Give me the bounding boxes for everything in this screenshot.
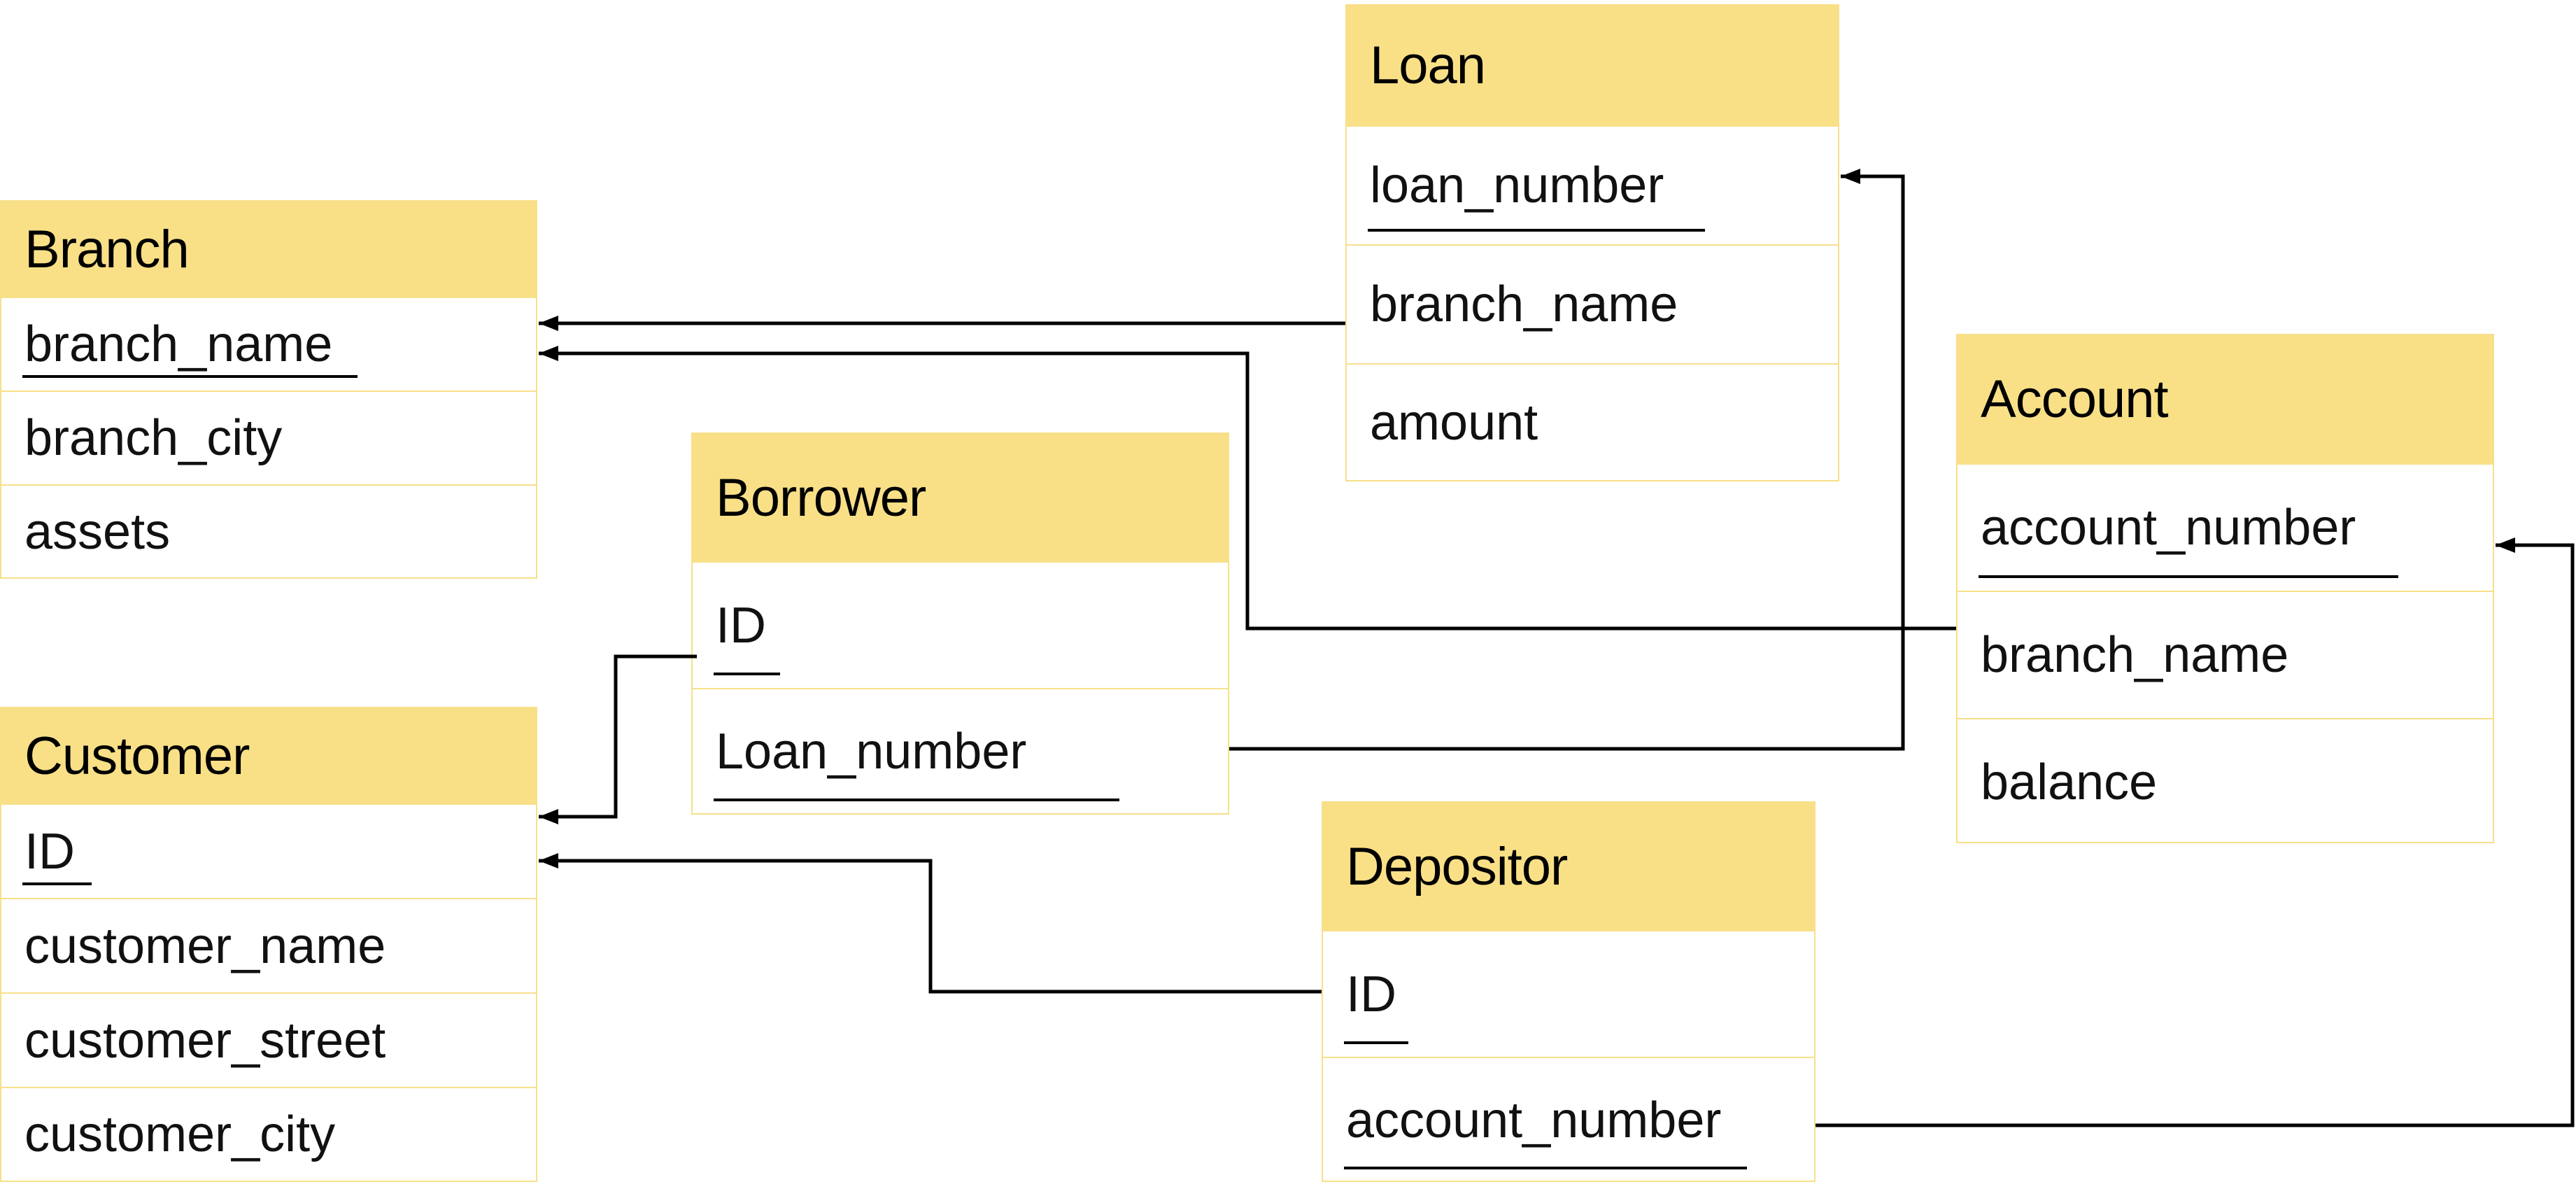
connector-depositor-id-to-customer [539, 859, 1322, 994]
entity-customer-title: Customer [1, 708, 536, 803]
arrowhead-account-account-number [2496, 537, 2515, 553]
entity-loan-title: Loan [1347, 6, 1838, 125]
entity-account: Account account_number branch_name balan… [1956, 334, 2494, 843]
account-attr-balance: balance [1958, 718, 2493, 845]
entity-depositor: Depositor ID account_number [1322, 801, 1816, 1182]
entity-borrower: Borrower ID Loan_number [691, 432, 1229, 815]
entity-branch: Branch branch_name branch_city assets [0, 200, 537, 579]
entity-account-title: Account [1958, 335, 2493, 463]
entity-loan: Loan loan_number branch_name amount [1345, 4, 1839, 481]
connector-borrower-id-to-customer [539, 654, 697, 819]
arrowhead-customer-id-2 [539, 853, 558, 868]
customer-attr-id: ID [1, 803, 536, 898]
arrowhead-customer-id-1 [539, 809, 558, 824]
entity-borrower-title: Borrower [693, 434, 1228, 561]
account-attr-account-number: account_number [1958, 463, 2493, 591]
loan-attr-amount: amount [1347, 363, 1838, 481]
arrowhead-loan-loan-number [1841, 169, 1860, 184]
connector-depositor-account-number-to-account [1816, 543, 2575, 1127]
loan-attr-loan-number: loan_number [1347, 125, 1838, 244]
depositor-attr-id: ID [1323, 930, 1814, 1057]
customer-attr-customer-street: customer_street [1, 992, 536, 1087]
entity-customer: Customer ID customer_name customer_stree… [0, 707, 537, 1182]
customer-attr-customer-city: customer_city [1, 1087, 536, 1181]
arrowhead-branch-branch-name-2 [539, 346, 558, 361]
branch-attr-branch-name: branch_name [1, 297, 536, 391]
connector-borrower-loan-number-to-loan [1229, 174, 1905, 751]
arrowhead-branch-branch-name-1 [539, 316, 558, 331]
borrower-attr-id: ID [693, 561, 1228, 688]
depositor-attr-account-number: account_number [1323, 1057, 1814, 1182]
branch-attr-branch-city: branch_city [1, 391, 536, 484]
branch-attr-assets: assets [1, 484, 536, 577]
borrower-attr-loan-number: Loan_number [693, 688, 1228, 814]
customer-attr-customer-name: customer_name [1, 898, 536, 992]
loan-attr-branch-name: branch_name [1347, 244, 1838, 363]
entity-depositor-title: Depositor [1323, 803, 1814, 930]
entity-branch-title: Branch [1, 202, 536, 297]
account-attr-branch-name: branch_name [1958, 591, 2493, 718]
connector-account-branch-name-to-branch [539, 351, 1956, 631]
